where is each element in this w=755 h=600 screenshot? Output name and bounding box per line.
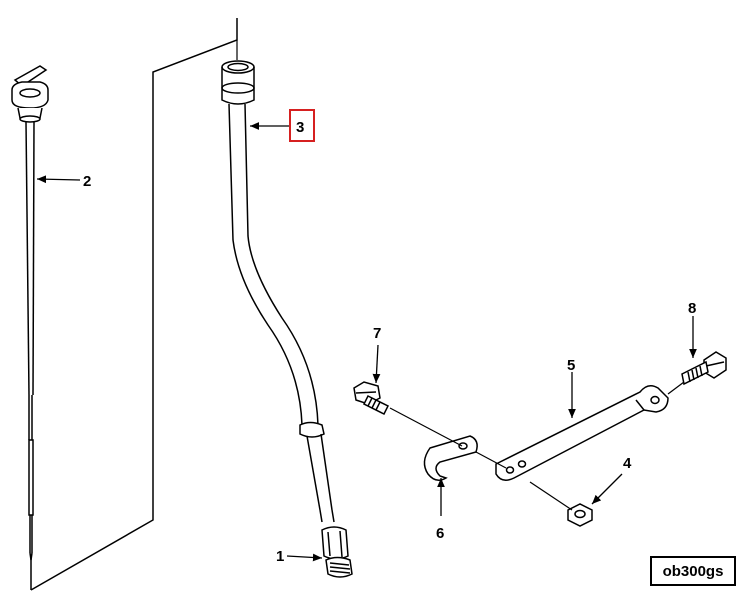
callout-4: 4 bbox=[623, 455, 632, 472]
bolt-7 bbox=[353, 381, 390, 416]
callout-2: 2 bbox=[83, 173, 91, 190]
support-bracket bbox=[495, 385, 669, 481]
callout-8: 8 bbox=[688, 300, 696, 317]
nut-4 bbox=[567, 503, 593, 527]
callout-5: 5 bbox=[567, 357, 575, 374]
dipstick-tube bbox=[221, 60, 335, 523]
bolt-8 bbox=[681, 351, 727, 386]
engine-panel-outline bbox=[30, 18, 238, 591]
leader-lines bbox=[36, 122, 697, 562]
assembly-lines bbox=[236, 40, 685, 511]
callout-7: 7 bbox=[373, 325, 381, 342]
tube-clip bbox=[423, 435, 478, 481]
callout-3-highlight-box bbox=[289, 109, 315, 142]
callout-3: 3 bbox=[296, 119, 304, 136]
reference-code-label: ob300gs bbox=[650, 556, 736, 586]
dipstick bbox=[11, 65, 49, 561]
callout-6: 6 bbox=[436, 525, 444, 542]
tube-fitting bbox=[321, 526, 353, 578]
callout-1: 1 bbox=[276, 548, 284, 565]
callout-labels: 2 3 1 7 5 4 6 8 bbox=[83, 109, 696, 565]
